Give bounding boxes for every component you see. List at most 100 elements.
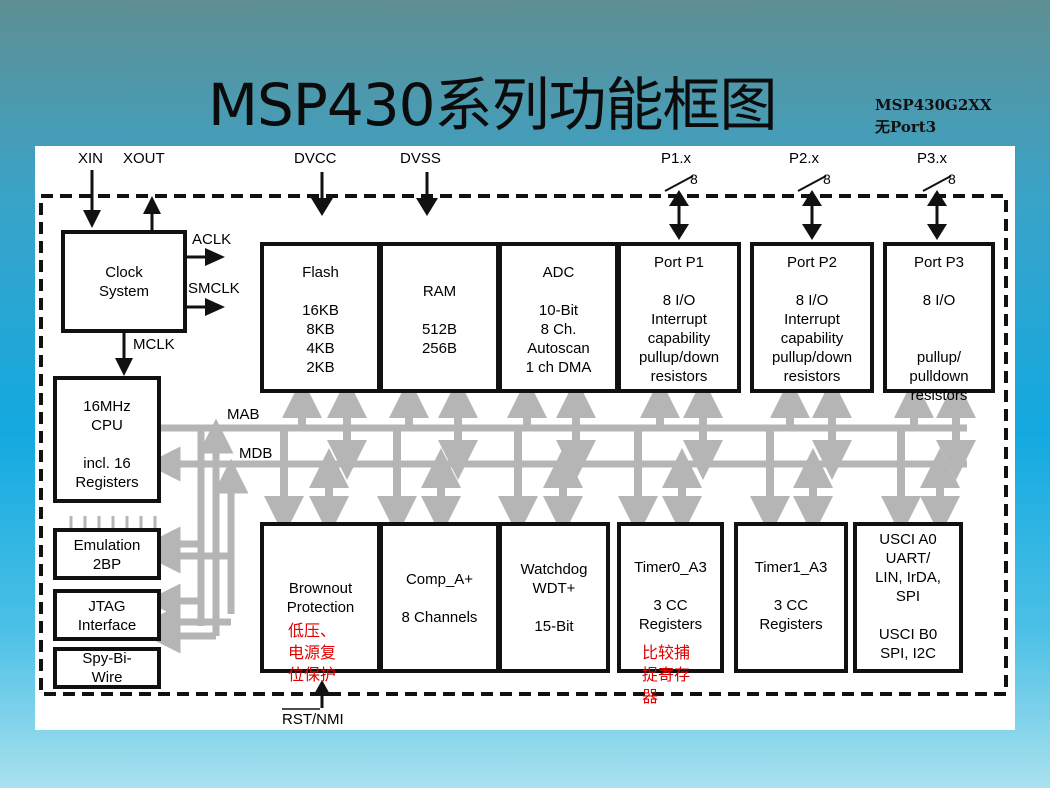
mclk-label: MCLK bbox=[133, 336, 175, 353]
flash-label-6: 2KB bbox=[306, 359, 334, 376]
timer-annotation: 比较捕 捉寄存 器 bbox=[642, 644, 690, 706]
emulation-label-1: Emulation bbox=[74, 537, 141, 554]
port-p3-label-6: pullup/ bbox=[917, 349, 962, 366]
timer-annotation-2: 捉寄存 bbox=[642, 666, 690, 684]
usci-label-3: LIN, IrDA, bbox=[875, 569, 941, 586]
emulation-block bbox=[53, 528, 161, 580]
port-p2-block bbox=[750, 242, 874, 393]
port-p2-label-7: resistors bbox=[784, 368, 841, 385]
brownout-label-1: Brownout bbox=[289, 580, 353, 597]
port-p1-label-3: 8 I/O bbox=[663, 292, 696, 309]
timer0-label-1: Timer0_A3 bbox=[634, 559, 707, 576]
comp-a-label-1: Comp_A+ bbox=[406, 571, 473, 588]
timer0-label-3: 3 CC bbox=[653, 597, 687, 614]
port-p2-label-3: 8 I/O bbox=[796, 292, 829, 309]
port-p2-label-4: Interrupt bbox=[784, 311, 841, 328]
usci-label-4: SPI bbox=[896, 588, 920, 605]
usci-label-7: SPI, I2C bbox=[880, 645, 936, 662]
usci-block bbox=[853, 522, 963, 673]
flash-label-4: 8KB bbox=[306, 321, 334, 338]
timer-annotation-3: 器 bbox=[642, 688, 658, 706]
emulation-label-2: 2BP bbox=[93, 556, 121, 573]
timer-annotation-1: 比较捕 bbox=[642, 644, 690, 662]
adc-label-5: Autoscan bbox=[527, 340, 590, 357]
timer1-block bbox=[734, 522, 848, 673]
ram-label-3: 512B bbox=[422, 321, 457, 338]
xout-pin-label: XOUT bbox=[123, 150, 165, 167]
spy-bi-wire-label-2: Wire bbox=[92, 669, 123, 686]
port-p1-label-1: Port P1 bbox=[654, 254, 704, 271]
adc-label-4: 8 Ch. bbox=[541, 321, 577, 338]
clock-system-block bbox=[61, 230, 187, 333]
flash-label-5: 4KB bbox=[306, 340, 334, 357]
mab-label: MAB bbox=[227, 406, 260, 423]
variant-note: MSP430G2XX 无Port3 bbox=[875, 94, 992, 138]
port-p3-block bbox=[883, 242, 995, 393]
watchdog-block bbox=[498, 522, 610, 673]
flash-label-3: 16KB bbox=[302, 302, 339, 319]
clock-system-label-2: System bbox=[99, 283, 149, 300]
port-p1-label-5: capability bbox=[648, 330, 711, 347]
port-p2-label-5: capability bbox=[781, 330, 844, 347]
jtag-label-1: JTAG bbox=[88, 598, 125, 615]
comp-a-label-3: 8 Channels bbox=[402, 609, 478, 626]
p2-bus-width: 8 bbox=[823, 171, 831, 187]
page-title: MSP430系列功能框图 bbox=[208, 71, 778, 139]
jtag-block bbox=[53, 589, 161, 641]
port-p3-label-1: Port P3 bbox=[914, 254, 964, 271]
ram-block bbox=[379, 242, 500, 393]
cpu-label-1: 16MHz bbox=[83, 398, 131, 415]
brownout-annotation-2: 电源复 bbox=[288, 644, 336, 662]
chip-boundary bbox=[39, 194, 1008, 696]
p3-bus-width: 8 bbox=[948, 171, 956, 187]
brownout-annotation-3: 位保护 bbox=[288, 666, 336, 684]
brownout-annotation: 低压、 电源复 位保护 bbox=[288, 622, 336, 684]
port-p1-label-7: resistors bbox=[651, 368, 708, 385]
ram-label-4: 256B bbox=[422, 340, 457, 357]
port-p1-label-4: Interrupt bbox=[651, 311, 708, 328]
rst-nmi-label: RST/NMI bbox=[282, 711, 344, 728]
variant-note-line-2: 无Port3 bbox=[875, 118, 937, 136]
port-p3-label-8: resistors bbox=[911, 387, 968, 404]
adc-label-1: ADC bbox=[543, 264, 575, 281]
brownout-block bbox=[260, 522, 381, 673]
brownout-annotation-1: 低压、 bbox=[288, 622, 336, 640]
port-p2-label-6: pullup/down bbox=[772, 349, 852, 366]
watchdog-label-2: WDT+ bbox=[533, 580, 576, 597]
emulation-ticks bbox=[69, 516, 157, 530]
adc-block bbox=[498, 242, 619, 393]
dvcc-pin-label: DVCC bbox=[294, 150, 337, 167]
block-diagram-panel: Clock System ACLK SMCLK MCLK XIN XOUT DV… bbox=[35, 146, 1015, 730]
port-p3-label-3: 8 I/O bbox=[923, 292, 956, 309]
adc-label-3: 10-Bit bbox=[539, 302, 579, 319]
timer1-label-4: Registers bbox=[759, 616, 822, 633]
p1-bus-width: 8 bbox=[690, 171, 698, 187]
usci-label-6: USCI B0 bbox=[879, 626, 937, 643]
cpu-block bbox=[53, 376, 161, 503]
clock-outputs bbox=[115, 248, 225, 376]
usci-label-2: UART/ bbox=[886, 550, 932, 567]
watchdog-label-1: Watchdog bbox=[521, 561, 588, 578]
p3-pin-label: P3.x bbox=[917, 150, 948, 167]
timer1-label-1: Timer1_A3 bbox=[755, 559, 828, 576]
watchdog-label-4: 15-Bit bbox=[534, 618, 574, 635]
ram-label-1: RAM bbox=[423, 283, 456, 300]
adc-label-6: 1 ch DMA bbox=[526, 359, 592, 376]
timer0-block bbox=[617, 522, 724, 673]
port-p3-label-7: pulldown bbox=[909, 368, 968, 385]
p2-pin-label: P2.x bbox=[789, 150, 820, 167]
p1-pin-label: P1.x bbox=[661, 150, 692, 167]
aclk-label: ACLK bbox=[192, 231, 231, 248]
clock-system-label-1: Clock bbox=[105, 264, 143, 281]
cpu-label-5: Registers bbox=[75, 474, 138, 491]
brownout-label-2: Protection bbox=[287, 599, 355, 616]
jtag-label-2: Interface bbox=[78, 617, 136, 634]
smclk-label: SMCLK bbox=[188, 280, 240, 297]
spy-bi-wire-block bbox=[53, 647, 161, 689]
bus-arrows bbox=[264, 378, 976, 536]
timer0-label-4: Registers bbox=[639, 616, 702, 633]
comp-a-block bbox=[379, 522, 500, 673]
